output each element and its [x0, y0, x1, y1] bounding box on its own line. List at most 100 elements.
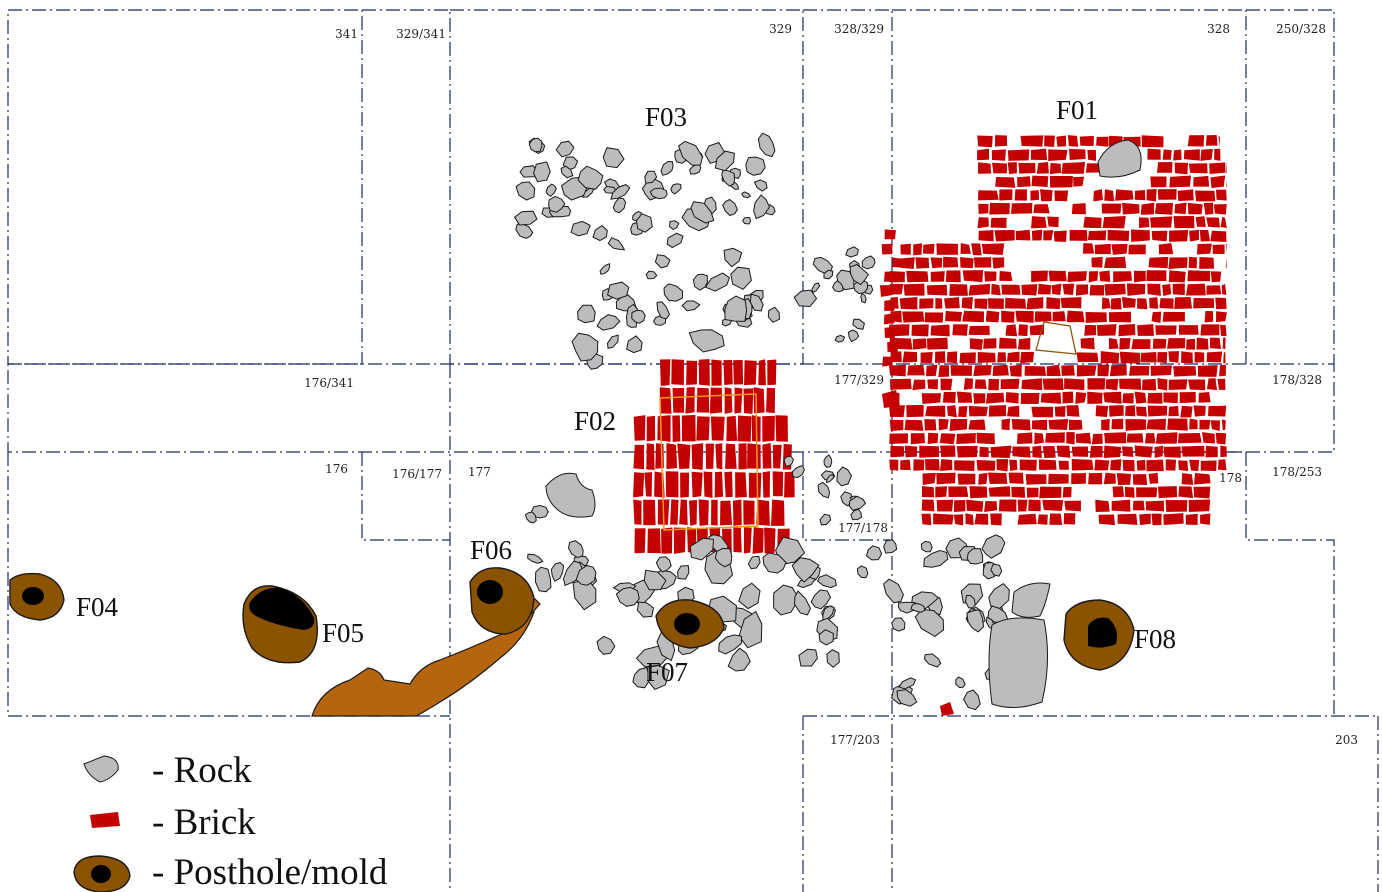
f01-brick	[1094, 459, 1110, 471]
f01-brick	[1220, 216, 1227, 229]
large-rock-east	[1011, 582, 1051, 618]
rock	[773, 584, 800, 616]
f01-brick	[1215, 297, 1227, 310]
f01-brick-edge	[884, 229, 896, 240]
f01-brick	[1094, 243, 1111, 255]
f01-brick	[973, 393, 986, 404]
f01-brick	[1158, 243, 1174, 255]
f01-brick	[899, 297, 918, 310]
f02-brick	[673, 527, 686, 554]
f01-brick	[1150, 365, 1172, 376]
f01-brick	[900, 459, 911, 471]
f01-brick	[1030, 190, 1040, 201]
f01-brick	[1199, 229, 1210, 242]
f01-brick	[1096, 324, 1117, 336]
f02-brick	[726, 415, 738, 442]
rock	[823, 269, 834, 280]
f03-rock	[555, 140, 575, 158]
f02-brick	[685, 387, 695, 414]
f01-brick	[1017, 337, 1031, 350]
rock	[798, 648, 818, 667]
f01-brick	[1185, 513, 1198, 525]
rock	[920, 540, 933, 553]
feature-label-f08: F08	[1134, 624, 1176, 654]
rock	[964, 595, 976, 609]
f01-outline	[1035, 321, 1077, 355]
f01-brick	[1020, 351, 1035, 364]
f01-brick	[1048, 419, 1069, 431]
large-rock-south	[988, 617, 1049, 708]
brick-fragment-mid	[882, 390, 900, 408]
f01-brick	[1067, 271, 1087, 283]
rock	[793, 289, 818, 308]
f01-brick	[939, 459, 953, 471]
f01-brick	[919, 298, 934, 309]
f01-brick	[1015, 229, 1031, 241]
rock	[817, 481, 831, 499]
f01-brick	[913, 243, 923, 256]
f01-brick-edge	[879, 285, 892, 297]
f01-brick	[1181, 445, 1205, 457]
f01-brick	[1137, 298, 1148, 310]
f01-brick	[978, 229, 994, 242]
f01-brick	[1208, 405, 1227, 417]
f02-brick	[643, 499, 656, 526]
f01-brick	[1169, 229, 1189, 242]
f01-brick	[1064, 378, 1085, 391]
f01-brick	[1097, 364, 1110, 377]
f01-brick	[966, 499, 984, 512]
f01-brick	[1098, 514, 1115, 526]
f03-rock	[690, 201, 715, 224]
f01-brick	[1167, 338, 1186, 349]
f01-brick	[938, 418, 949, 431]
f01-brick	[930, 324, 950, 337]
f01-brick	[991, 149, 1006, 161]
f01-brick	[1047, 216, 1059, 228]
f03-rock	[612, 197, 627, 214]
rock	[793, 590, 812, 616]
f01-brick	[1180, 405, 1193, 418]
f01-brick	[1174, 297, 1193, 309]
f03-rock	[656, 301, 671, 320]
f01-brick	[974, 298, 988, 310]
f01-brick	[1101, 419, 1110, 431]
f01-brick	[1199, 419, 1211, 430]
f01-brick	[936, 243, 958, 255]
f01-brick	[962, 310, 985, 323]
f01-brick	[1140, 352, 1157, 363]
f02-outline	[659, 393, 759, 531]
f02-brick	[743, 527, 752, 554]
f01-brick	[1115, 189, 1134, 201]
f02-brick	[744, 360, 757, 386]
f01-brick	[953, 514, 964, 526]
f03-rock	[644, 170, 658, 184]
f01-brick-extra	[879, 229, 902, 367]
f01-brick	[1008, 472, 1024, 484]
f01-brick	[1091, 433, 1103, 445]
f02-brick	[665, 471, 679, 498]
f01-brick	[1134, 391, 1147, 404]
f01-brick	[960, 257, 974, 269]
f01-brick	[961, 297, 974, 310]
f02-brick	[772, 444, 782, 469]
f02-brick	[732, 499, 742, 526]
f01-brick	[1210, 230, 1227, 242]
f02-brick	[686, 360, 698, 385]
f01-brick	[990, 513, 1002, 526]
f01-brick	[945, 311, 963, 322]
f01-brick	[1099, 270, 1111, 282]
f01-brick	[1197, 365, 1218, 377]
rock	[811, 282, 821, 294]
f03-rock	[767, 306, 781, 323]
f01-brick	[1168, 379, 1188, 390]
f01-brick	[990, 445, 1012, 458]
f01-brick	[1085, 163, 1100, 173]
posthole-f06-pit	[469, 567, 535, 635]
f01-brick	[1128, 244, 1146, 255]
f02-brick	[724, 471, 733, 498]
f01-brick	[1048, 270, 1067, 282]
f03-rock	[663, 283, 684, 302]
f01-brick	[1007, 162, 1017, 175]
f01-brick	[973, 365, 992, 377]
f01-brick	[1173, 216, 1195, 229]
